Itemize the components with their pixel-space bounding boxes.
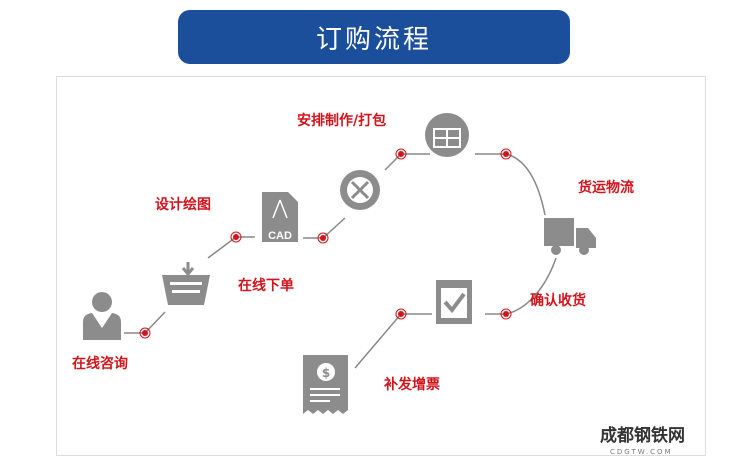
dots	[139, 148, 512, 339]
site-logo: 成都钢铁网 CDGTW.COM	[600, 426, 685, 457]
gear-icon	[340, 170, 380, 210]
dot	[500, 308, 512, 320]
step-label: 在线下单	[238, 278, 294, 294]
dot	[395, 308, 407, 320]
basket-icon	[162, 262, 210, 305]
connector-lines	[124, 153, 557, 369]
dollar-icon: $	[322, 366, 330, 380]
cad-label: CAD	[268, 230, 292, 242]
gift-icon	[425, 113, 469, 157]
cad-file-icon	[262, 192, 298, 242]
dot	[317, 232, 329, 244]
step-label: 确认收货	[530, 293, 586, 309]
dot	[139, 327, 151, 339]
dot	[395, 148, 407, 160]
step-label: 安排制作/打包	[297, 113, 387, 129]
clipboard-icon	[436, 280, 472, 324]
page-title: 订购流程	[178, 10, 570, 64]
person-icon	[83, 292, 121, 340]
step-label: 货运物流	[578, 180, 634, 196]
step-label: 在线咨询	[72, 356, 128, 372]
truck-icon	[544, 218, 596, 255]
logo-text: 成都钢铁网	[600, 426, 685, 446]
step-label: 补发增票	[384, 377, 440, 393]
step-label: 设计绘图	[155, 197, 211, 213]
logo-subtext: CDGTW.COM	[610, 448, 673, 456]
dot	[500, 148, 512, 160]
diagram-frame	[56, 76, 706, 456]
receipt-icon	[303, 355, 348, 414]
dot	[230, 231, 242, 243]
